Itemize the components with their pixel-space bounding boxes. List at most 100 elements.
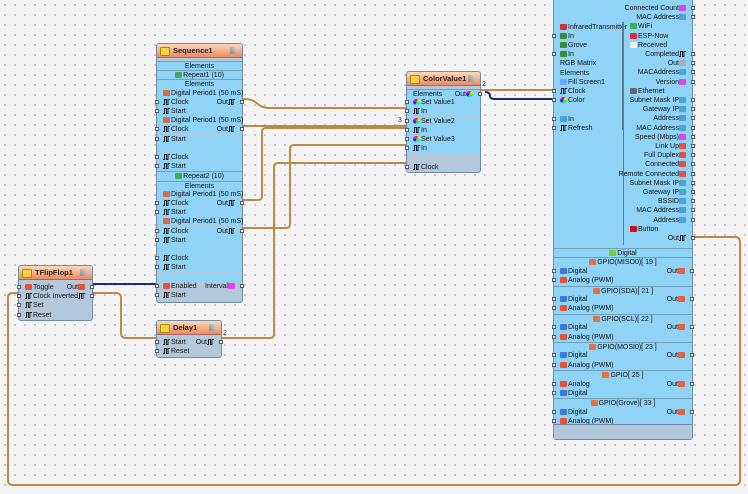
output-pin[interactable] — [690, 325, 694, 330]
input-pin[interactable] — [155, 265, 159, 270]
input-pin[interactable] — [552, 297, 556, 301]
input-pin[interactable] — [552, 381, 556, 386]
output-pin[interactable] — [690, 381, 694, 386]
wire-0[interactable] — [242, 98, 406, 109]
output-pin[interactable] — [240, 201, 244, 205]
wire-6[interactable] — [484, 91, 555, 100]
output-pin[interactable] — [691, 79, 695, 84]
input-pin[interactable] — [155, 228, 159, 233]
input-pin[interactable] — [552, 334, 556, 339]
output-pin[interactable] — [690, 268, 694, 273]
input-pin[interactable] — [155, 237, 159, 242]
input-pin[interactable] — [155, 127, 159, 132]
input-pin[interactable] — [17, 294, 21, 299]
input-pin[interactable] — [155, 340, 159, 344]
output-pin[interactable] — [691, 190, 695, 194]
component-header[interactable]: TFlipFlop1 — [19, 266, 92, 280]
input-pin[interactable] — [405, 146, 409, 151]
output-pin[interactable] — [691, 6, 695, 10]
wire-2[interactable] — [243, 127, 406, 201]
output-pin[interactable] — [691, 180, 695, 185]
component-header[interactable]: Delay1 — [157, 321, 221, 335]
input-pin[interactable] — [552, 278, 556, 283]
component-header[interactable]: Sequence1 — [157, 44, 242, 58]
wrench-icon[interactable] — [230, 47, 238, 54]
output-pin[interactable] — [691, 116, 695, 121]
output-pin[interactable] — [690, 409, 694, 414]
output-pin[interactable] — [240, 283, 244, 288]
input-pin[interactable] — [552, 52, 556, 57]
output-pin[interactable] — [691, 199, 695, 204]
output-pin[interactable] — [691, 171, 695, 176]
input-pin[interactable] — [155, 164, 159, 169]
wrench-icon[interactable] — [468, 75, 476, 82]
output-pin[interactable] — [240, 127, 244, 132]
input-pin[interactable] — [155, 293, 159, 297]
output-pin[interactable] — [240, 99, 244, 104]
wrench-icon[interactable] — [80, 269, 88, 276]
input-pin[interactable] — [552, 33, 556, 38]
input-pin[interactable] — [405, 118, 409, 123]
input-pin[interactable] — [552, 409, 556, 414]
input-pin[interactable] — [552, 88, 556, 93]
output-pin[interactable] — [690, 297, 694, 301]
input-pin[interactable] — [155, 210, 159, 215]
output-pin[interactable] — [691, 217, 695, 222]
input-pin[interactable] — [405, 164, 409, 169]
output-pin[interactable] — [478, 92, 482, 96]
input-pin[interactable] — [405, 137, 409, 141]
input-pin[interactable] — [552, 391, 556, 395]
output-pin[interactable] — [691, 125, 695, 130]
wrench-icon[interactable] — [209, 324, 217, 331]
input-pin[interactable] — [155, 136, 159, 141]
output-pin[interactable] — [691, 162, 695, 167]
input-pin[interactable] — [17, 312, 21, 317]
output-pin[interactable] — [219, 340, 223, 344]
input-pin[interactable] — [552, 268, 556, 273]
output-pin[interactable] — [90, 285, 94, 289]
output-pin[interactable] — [691, 61, 695, 66]
input-pin[interactable] — [155, 155, 159, 159]
input-pin[interactable] — [552, 98, 556, 103]
input-pin[interactable] — [552, 306, 556, 311]
input-pin[interactable] — [552, 116, 556, 121]
input-pin[interactable] — [405, 127, 409, 132]
input-pin[interactable] — [405, 109, 409, 114]
output-pin[interactable] — [691, 134, 695, 139]
output-pin[interactable] — [691, 70, 695, 75]
input-pin[interactable] — [552, 353, 556, 358]
output-pin[interactable] — [691, 98, 695, 102]
output-pin[interactable] — [691, 153, 695, 158]
input-pin[interactable] — [155, 256, 159, 261]
output-pin[interactable] — [90, 294, 94, 299]
input-pin[interactable] — [155, 201, 159, 205]
output-pin[interactable] — [691, 52, 695, 56]
input-pin[interactable] — [155, 283, 159, 288]
output-pin[interactable] — [691, 15, 695, 20]
input-pin[interactable] — [155, 109, 159, 113]
component-header[interactable]: ColorValue1 — [407, 72, 480, 86]
wire-4[interactable] — [222, 162, 406, 339]
input-pin[interactable] — [552, 419, 556, 424]
input-pin[interactable] — [552, 325, 556, 330]
input-pin[interactable] — [405, 100, 409, 105]
input-pin[interactable] — [17, 303, 21, 308]
wire-8[interactable] — [93, 292, 156, 339]
wire-3[interactable] — [243, 144, 406, 229]
output-pin[interactable] — [690, 353, 694, 358]
output-pin[interactable] — [240, 228, 244, 233]
output-pin[interactable] — [691, 107, 695, 112]
input-pin[interactable] — [552, 125, 556, 130]
input-pin[interactable] — [552, 362, 556, 367]
output-pin[interactable] — [691, 144, 695, 148]
output-pin[interactable] — [691, 208, 695, 213]
input-pin[interactable] — [155, 99, 159, 104]
input-pin[interactable] — [155, 349, 159, 354]
output-pin[interactable] — [691, 236, 695, 240]
input-pin[interactable] — [17, 285, 21, 289]
